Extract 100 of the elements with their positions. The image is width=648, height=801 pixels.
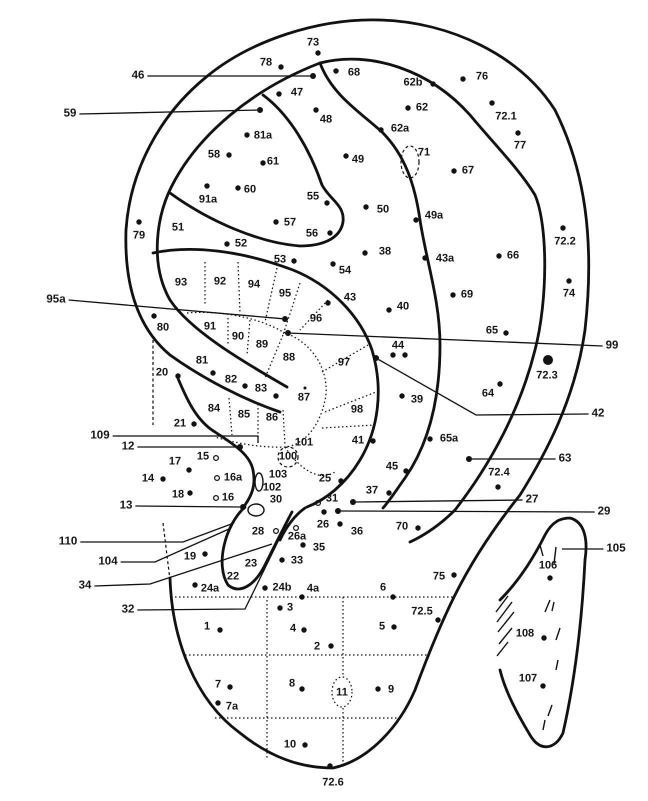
acupoint-dot [240,504,246,510]
leader-line [80,522,234,543]
point-label: 11 [335,688,349,698]
leader-line [290,332,603,347]
point-label: 15 [196,452,210,462]
point-label: 73 [306,38,320,48]
point-label: 48 [318,114,334,126]
point-label: 74 [562,288,576,300]
point-label: 77 [512,140,528,152]
point-label: 57 [282,218,298,228]
acupoint-dot [335,508,341,514]
point-label: 45 [384,462,400,472]
point-label: 101 [294,438,314,448]
point-label: 24a [200,584,220,594]
callout-number: 109 [89,430,111,442]
leader-line [147,75,310,77]
leader-line [356,499,523,503]
leader-line [135,505,240,508]
point-label: 62 [414,102,430,114]
point-label: 16 [220,492,236,504]
callout-number: 99 [604,340,620,352]
point-label: 83 [254,384,268,394]
callout-number: 63 [558,453,572,465]
point-label: 94 [246,280,262,290]
point-label: 55 [306,192,320,202]
point-label: 91a [198,194,218,206]
point-label: 90 [230,332,246,342]
point-label: 103 [268,470,288,480]
point-label: 40 [396,302,410,312]
point-label: 93 [174,278,188,288]
acupoint-dot [310,73,316,79]
point-label: 72.5 [410,606,434,618]
point-label: 66 [506,250,520,262]
callout-number: 104 [97,556,119,568]
point-label: 8 [288,678,296,690]
point-label: 38 [378,246,392,258]
point-label: 97 [336,358,352,368]
point-label: 26a [286,532,308,542]
point-label: 14 [140,474,156,484]
point-label: 18 [170,490,186,500]
point-label: 41 [350,436,366,446]
point-label: 49 [350,154,366,166]
point-label: 70 [394,522,410,532]
point-label: 58 [206,150,222,160]
point-label: 56 [304,228,320,240]
callout-number: 105 [605,543,627,555]
point-label: 52 [234,238,248,250]
acupoint-dot [466,456,472,462]
point-label: 10 [282,740,298,750]
leader-line [137,516,291,611]
point-label: 108 [514,628,536,640]
point-label: 47 [290,88,304,98]
point-label: 89 [254,340,270,350]
callout-number: 34 [78,580,92,592]
point-label: 72.1 [494,112,518,122]
point-label: 86 [264,412,280,424]
acupoint-dot [237,444,243,450]
point-label: 76 [474,72,490,82]
point-label: 80 [156,322,170,334]
point-label: 43a [434,254,456,264]
callout-number: 13 [118,500,134,512]
point-label: 43 [342,292,358,304]
point-label: 96 [308,314,324,324]
leader-line [112,435,259,443]
point-label: 6 [378,582,388,594]
point-label: 17 [168,456,182,468]
point-label: 67 [460,166,476,176]
point-label: 102 [262,482,282,494]
point-label: 24b [272,582,292,594]
point-label: 49a [424,210,444,222]
point-label: 85 [236,410,252,420]
point-label: 84 [206,404,222,414]
leader-line [562,548,604,550]
point-label: 106 [538,560,558,572]
point-label: 53 [272,254,288,266]
leader-line [94,543,272,587]
point-label: 75 [432,572,446,582]
point-label: 72.6 [321,778,345,788]
point-label: 44 [390,340,406,352]
point-label: 9 [386,684,396,696]
point-label: 1 [202,622,212,632]
point-label: 65a [438,434,460,444]
point-label: 4a [306,584,320,594]
point-label: 78 [258,58,274,68]
acupoint-dot [285,330,291,336]
point-label: 62b [402,78,424,88]
point-label: 3 [286,602,294,614]
point-label: 7a [224,702,240,712]
point-label: 81a [252,130,274,142]
callout-number: 29 [596,506,612,518]
point-label: 81 [194,356,210,366]
acupoint-dot [350,499,356,505]
point-label: 92 [212,276,228,288]
point-label: 35 [312,542,326,554]
point-label: 107 [518,674,538,684]
leader-line [68,299,282,320]
callout-number: 59 [62,108,78,120]
point-label: 39 [410,394,424,406]
leader-line [120,528,230,563]
point-label: 16a [222,472,244,484]
